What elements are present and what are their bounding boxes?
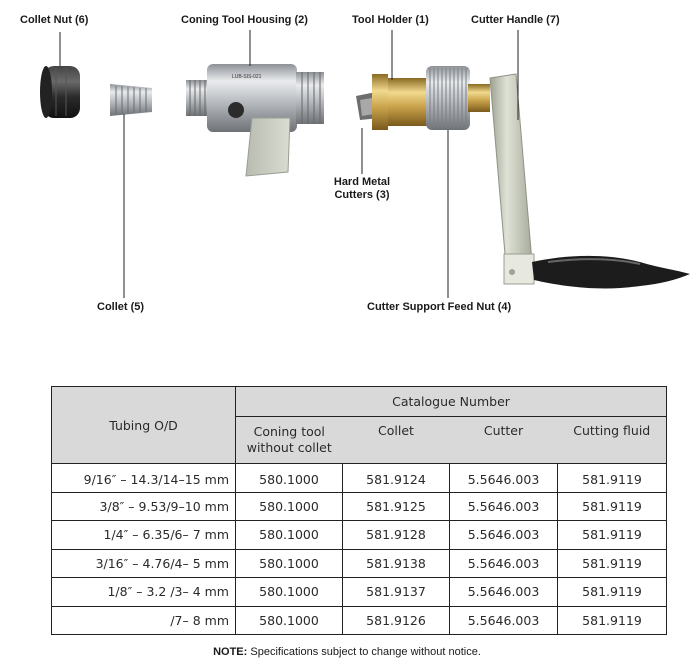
tubing-od-cell: 9/16″ – 14.3/14–15 mm [51, 463, 236, 493]
label-tool-holder: Tool Holder (1) [352, 14, 429, 26]
tubing-od-cell: 3/8″ – 9.53/9–10 mm [51, 491, 236, 521]
housing-marking: LUB-SIS-021 [232, 74, 262, 80]
cutting-fluid-cell: 581.9119 [557, 605, 667, 635]
tubing-od-cell: 1/4″ – 6.35/6– 7 mm [51, 520, 236, 550]
label-hard-metal-cutters: Hard Metal Cutters (3) [333, 176, 391, 201]
exploded-assembly-diagram: LUB-SIS-021 [20, 14, 690, 313]
collet-nut-part [40, 66, 80, 118]
collet-cell: 581.9126 [342, 605, 450, 635]
cutter-cell: 5.5646.003 [449, 463, 558, 493]
table-row: /7– 8 mm 580.1000 581.9126 5.5646.003 58… [51, 605, 667, 635]
coning-tool-cell: 580.1000 [235, 548, 343, 578]
table-row: 1/4″ – 6.35/6– 7 mm 580.1000 581.9128 5.… [51, 520, 667, 550]
label-collet-nut: Collet Nut (6) [20, 14, 89, 26]
collet-cell: 581.9128 [342, 520, 450, 550]
table-row: 9/16″ – 14.3/14–15 mm 580.1000 581.9124 … [51, 463, 667, 493]
cutter-support-feed-nut-part [426, 66, 490, 130]
collet-cell: 581.9137 [342, 577, 450, 607]
cutter-cell: 5.5646.003 [449, 491, 558, 521]
label-cutter-support-feed-nut: Cutter Support Feed Nut (4) [367, 301, 512, 313]
collet-part [110, 84, 152, 116]
cutting-fluid-cell: 581.9119 [557, 548, 667, 578]
column-header-cutting-fluid: Cutting fluid [557, 416, 667, 464]
cutter-cell: 5.5646.003 [449, 605, 558, 635]
catalogue-table: Tubing O/D Catalogue Number Coning tool … [51, 386, 667, 635]
tubing-od-cell: 1/8″ – 3.2 /3– 4 mm [51, 577, 236, 607]
table-row: 3/16″ – 4.76/4– 5 mm 580.1000 581.9138 5… [51, 548, 667, 578]
collet-cell: 581.9125 [342, 491, 450, 521]
collet-cell: 581.9138 [342, 548, 450, 578]
table-row: 3/8″ – 9.53/9–10 mm 580.1000 581.9125 5.… [51, 491, 667, 521]
cutter-handle-part [489, 73, 690, 289]
coning-tool-cell: 580.1000 [235, 491, 343, 521]
label-coning-tool-housing: Coning Tool Housing (2) [181, 14, 308, 26]
catalogue-number-header: Catalogue Number [235, 386, 667, 417]
specification-note: NOTE: Specifications subject to change w… [0, 646, 694, 658]
collet-cell: 581.9124 [342, 463, 450, 493]
coning-tool-cell: 580.1000 [235, 520, 343, 550]
cutter-cell: 5.5646.003 [449, 520, 558, 550]
cutting-fluid-cell: 581.9119 [557, 520, 667, 550]
column-header-coning-tool: Coning tool without collet [235, 416, 343, 464]
cutter-cell: 5.5646.003 [449, 577, 558, 607]
tool-holder-part [372, 74, 434, 130]
column-header-collet: Collet [342, 416, 450, 464]
callout-leader-lines [59, 30, 519, 298]
tubing-od-cell: 3/16″ – 4.76/4– 5 mm [51, 548, 236, 578]
tubing-od-header: Tubing O/D [51, 386, 236, 464]
cutting-fluid-cell: 581.9119 [557, 491, 667, 521]
coning-tool-cell: 580.1000 [235, 605, 343, 635]
coning-tool-cell: 580.1000 [235, 463, 343, 493]
cutting-fluid-cell: 581.9119 [557, 577, 667, 607]
coning-tool-housing-part: LUB-SIS-021 [186, 64, 324, 177]
coning-tool-cell: 580.1000 [235, 577, 343, 607]
table-row: 1/8″ – 3.2 /3– 4 mm 580.1000 581.9137 5.… [51, 577, 667, 607]
cutting-fluid-cell: 581.9119 [557, 463, 667, 493]
label-cutter-handle: Cutter Handle (7) [471, 14, 560, 26]
column-header-cutter: Cutter [449, 416, 558, 464]
tubing-od-cell: /7– 8 mm [51, 605, 236, 635]
note-prefix: NOTE: [213, 646, 248, 658]
assembly-illustration: LUB-SIS-021 [40, 30, 690, 298]
note-text: Specifications subject to change without… [247, 646, 481, 658]
cutter-cell: 5.5646.003 [449, 548, 558, 578]
label-collet: Collet (5) [97, 301, 145, 313]
